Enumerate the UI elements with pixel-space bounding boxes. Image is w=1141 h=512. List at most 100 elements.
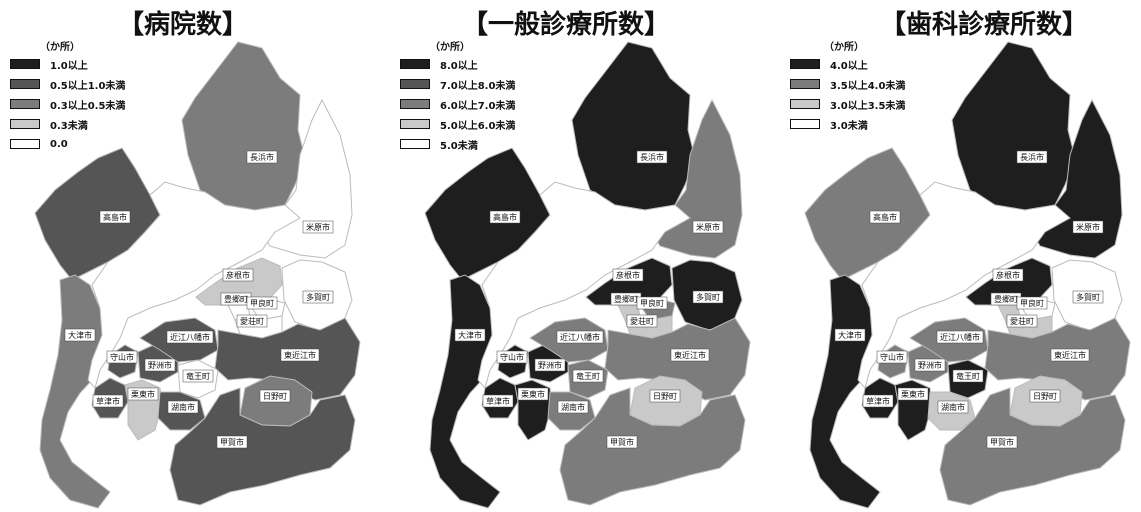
area-label-text: 東近江市 xyxy=(284,350,316,360)
area-label-text: 米原市 xyxy=(306,222,330,232)
area-label-higashiomi: 東近江市 xyxy=(280,348,320,362)
legend-label: 7.0以上8.0未満 xyxy=(440,80,516,92)
panel-title: 【一般診療所数】 xyxy=(462,10,671,40)
area-label-text: 守山市 xyxy=(110,352,134,362)
area-label-nagahama: 長浜市 xyxy=(1016,150,1048,164)
choropleth-map: 長浜市米原市高島市彦根市多賀町豊郷町甲良町愛荘町大津市守山市野洲市近江八幡市東近… xyxy=(804,41,1131,509)
area-label-text: 栗東市 xyxy=(521,389,545,399)
area-label-text: 日野町 xyxy=(653,392,677,401)
legend-unit: （か所） xyxy=(40,42,80,53)
area-label-text: 高島市 xyxy=(103,212,127,222)
area-label-higashiomi: 東近江市 xyxy=(1050,348,1090,362)
area-label-omihachiman: 近江八幡市 xyxy=(166,330,214,344)
area-label-text: 彦根市 xyxy=(996,270,1020,280)
area-label-text: 野洲市 xyxy=(918,360,942,370)
area-label-moriyama: 守山市 xyxy=(876,350,908,364)
legend-label: 0.0 xyxy=(50,138,68,150)
area-label-kora: 甲良町 xyxy=(636,296,668,310)
area-label-nagahama: 長浜市 xyxy=(246,150,278,164)
area-label-kora: 甲良町 xyxy=(246,296,278,310)
area-label-hikone: 彦根市 xyxy=(222,268,254,282)
area-label-text: 彦根市 xyxy=(616,270,640,280)
area-label-toyosato: 豊郷町 xyxy=(220,292,252,306)
area-label-ryuo: 竜王町 xyxy=(572,369,604,383)
legend-label: 8.0以上 xyxy=(440,60,478,72)
area-label-text: 大津市 xyxy=(458,330,482,340)
legend-item: 0.5以上1.0未満 xyxy=(10,74,125,94)
area-label-text: 竜王町 xyxy=(576,371,600,381)
area-label-otsu: 大津市 xyxy=(834,328,866,342)
area-label-text: 豊郷町 xyxy=(224,294,248,304)
area-label-ritto: 栗東市 xyxy=(127,387,159,401)
area-label-taga: 多賀町 xyxy=(1072,290,1104,304)
area-label-text: 高島市 xyxy=(493,212,517,222)
area-label-text: 近江八幡市 xyxy=(560,332,600,342)
area-label-maibara: 米原市 xyxy=(302,220,334,234)
area-label-ryuo: 竜王町 xyxy=(182,369,214,383)
legend-label: 3.0以上3.5未満 xyxy=(830,100,906,112)
area-label-ritto: 栗東市 xyxy=(517,387,549,401)
legend-swatch xyxy=(790,99,820,109)
area-label-aisho: 愛荘町 xyxy=(236,314,268,328)
legend-swatch xyxy=(790,79,820,89)
area-label-hino: 日野町 xyxy=(1029,389,1061,403)
area-label-hikone: 彦根市 xyxy=(992,268,1024,282)
area-label-text: 米原市 xyxy=(696,222,720,232)
legend-swatch xyxy=(10,59,40,69)
area-label-kusatsu: 草津市 xyxy=(92,394,124,408)
region-nagahama xyxy=(951,41,1076,211)
region-nagahama xyxy=(181,41,306,211)
area-label-omihachiman: 近江八幡市 xyxy=(556,330,604,344)
area-label-kusatsu: 草津市 xyxy=(482,394,514,408)
area-label-text: 彦根市 xyxy=(226,270,250,280)
area-label-yasu: 野洲市 xyxy=(914,358,946,372)
area-label-hikone: 彦根市 xyxy=(612,268,644,282)
area-label-text: 野洲市 xyxy=(538,360,562,370)
area-label-text: 長浜市 xyxy=(1020,152,1044,162)
legend-swatch xyxy=(10,139,40,149)
area-label-text: 多賀町 xyxy=(1076,292,1100,302)
lake-biwa xyxy=(477,181,691,390)
region-koka xyxy=(169,387,356,506)
legend-label: 0.3以上0.5未満 xyxy=(50,100,126,112)
legend-swatch xyxy=(10,79,40,89)
lake-biwa xyxy=(87,181,301,390)
area-label-otsu: 大津市 xyxy=(64,328,96,342)
area-label-nagahama: 長浜市 xyxy=(636,150,668,164)
legend-label: 1.0以上 xyxy=(50,60,88,72)
legend-swatch xyxy=(400,59,430,69)
area-label-omihachiman: 近江八幡市 xyxy=(936,330,984,344)
area-label-aisho: 愛荘町 xyxy=(1006,314,1038,328)
area-label-konan: 湖南市 xyxy=(937,400,969,414)
area-label-takashima: 高島市 xyxy=(869,210,901,224)
area-label-yasu: 野洲市 xyxy=(144,358,176,372)
area-label-text: 豊郷町 xyxy=(614,294,638,304)
legend-item: 0.3未満 xyxy=(10,114,125,134)
area-label-ryuo: 竜王町 xyxy=(952,369,984,383)
region-nagahama xyxy=(571,41,696,211)
area-label-aisho: 愛荘町 xyxy=(626,314,658,328)
area-label-takashima: 高島市 xyxy=(99,210,131,224)
legend-item: 0.0 xyxy=(10,134,125,154)
area-label-text: 高島市 xyxy=(873,212,897,222)
legend-label: 5.0未満 xyxy=(440,140,478,152)
area-label-higashiomi: 東近江市 xyxy=(670,348,710,362)
area-label-text: 草津市 xyxy=(96,396,120,406)
legend-label: 5.0以上6.0未満 xyxy=(440,120,516,132)
lake-biwa xyxy=(857,181,1071,390)
area-label-text: 近江八幡市 xyxy=(170,332,210,342)
legend-item: 3.5以上4.0未満 xyxy=(790,74,905,94)
legend: 1.0以上 0.5以上1.0未満 0.3以上0.5未満 0.3未満 0.0 xyxy=(10,54,125,154)
legend-label: 0.3未満 xyxy=(50,120,88,132)
area-label-text: 甲賀市 xyxy=(220,437,244,447)
area-label-text: 日野町 xyxy=(263,392,287,401)
area-label-text: 長浜市 xyxy=(250,152,274,162)
area-label-text: 愛荘町 xyxy=(1010,316,1034,326)
area-label-text: 守山市 xyxy=(500,352,524,362)
legend-item: 4.0以上 xyxy=(790,54,905,74)
area-label-maibara: 米原市 xyxy=(1072,220,1104,234)
area-label-text: 近江八幡市 xyxy=(940,332,980,342)
legend-swatch xyxy=(400,139,430,149)
area-label-text: 東近江市 xyxy=(1054,350,1086,360)
area-label-kusatsu: 草津市 xyxy=(862,394,894,408)
